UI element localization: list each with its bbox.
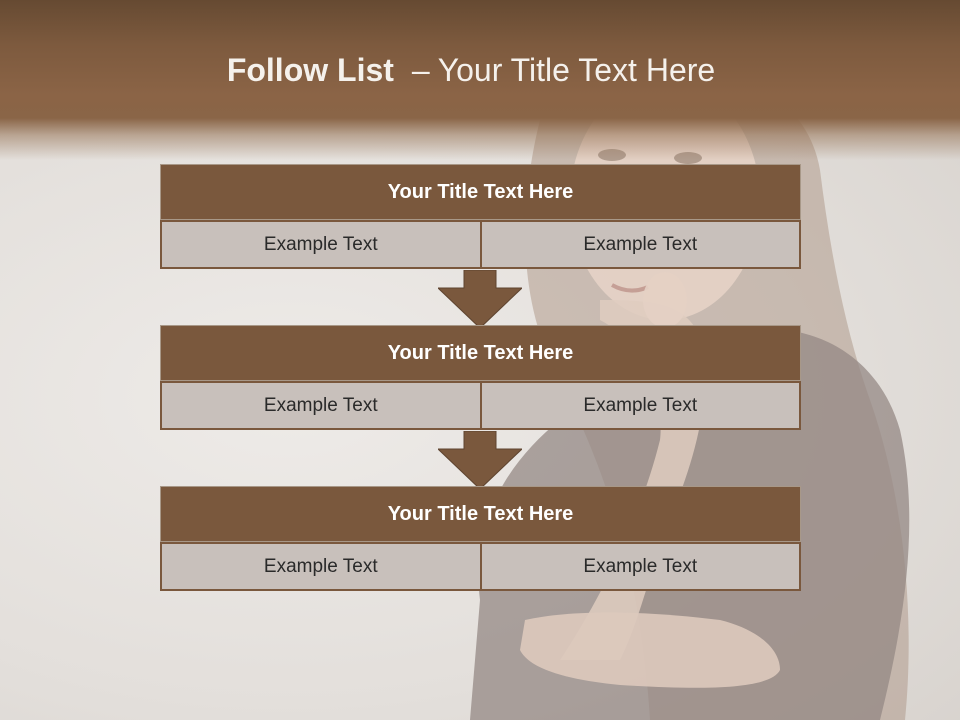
list-block-2: Your Title Text Here Example Text Exampl…	[160, 325, 801, 430]
slide-title-bold: Follow List	[226, 52, 394, 88]
down-arrow-icon	[438, 431, 522, 490]
list-block-1: Your Title Text Here Example Text Exampl…	[160, 164, 801, 269]
block-cell-right: Example Text	[480, 381, 801, 430]
slide-title: Follow List–Your Title Text Here	[0, 52, 942, 89]
block-cell-left: Example Text	[160, 542, 481, 591]
slide-title-rest: Your Title Text Here	[437, 52, 716, 88]
block-cell-right: Example Text	[480, 220, 801, 269]
list-block-3: Your Title Text Here Example Text Exampl…	[160, 486, 801, 591]
block-cell-right: Example Text	[480, 542, 801, 591]
block-row: Example Text Example Text	[160, 220, 801, 269]
block-title: Your Title Text Here	[160, 325, 801, 381]
slide-title-separator: –	[411, 52, 430, 88]
block-title: Your Title Text Here	[160, 164, 801, 220]
block-title: Your Title Text Here	[160, 486, 801, 542]
block-row: Example Text Example Text	[160, 542, 801, 591]
block-cell-left: Example Text	[160, 220, 481, 269]
header-band	[0, 0, 960, 160]
block-row: Example Text Example Text	[160, 381, 801, 430]
block-cell-left: Example Text	[160, 381, 481, 430]
down-arrow-icon	[438, 270, 522, 329]
